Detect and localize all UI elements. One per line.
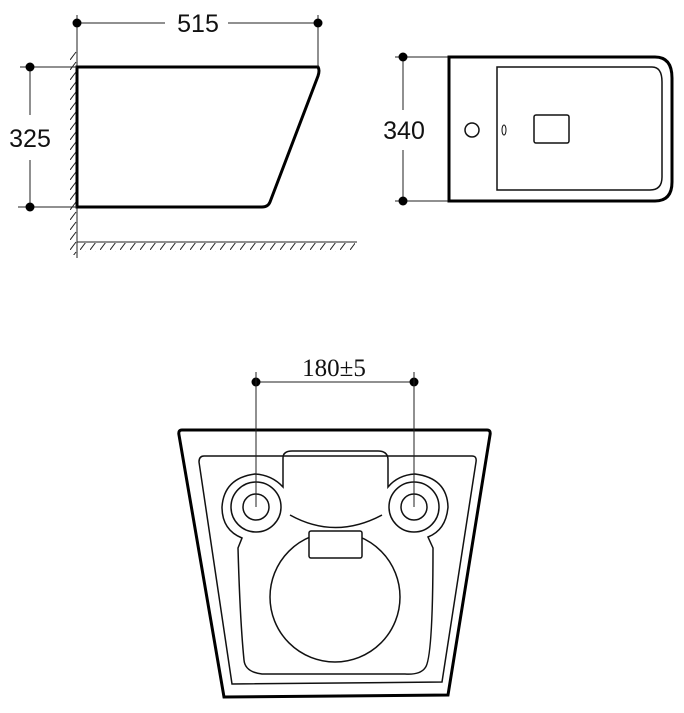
dimension-dot [72, 18, 82, 28]
hinge-slot [501, 124, 507, 136]
bolt-spacing-label: 180±5 [302, 355, 366, 382]
outlet-tab [308, 530, 363, 559]
flush-outlet [533, 114, 570, 144]
dimension-dot [25, 62, 35, 72]
width-dimension-label: 515 [177, 10, 219, 38]
dimension-dot [398, 52, 408, 62]
rim-channel [221, 450, 449, 675]
toilet-top-outline [447, 55, 674, 203]
tap-hole [464, 122, 480, 138]
dimension-dot [313, 18, 323, 28]
wall-hatching [68, 50, 77, 255]
rear-outer-outline [177, 428, 492, 699]
rear-inner-outline [198, 455, 477, 685]
toilet-side-profile [75, 65, 321, 209]
rear-view: 180±5 [177, 355, 492, 699]
dimension-dot [398, 196, 408, 206]
floor-hatching [77, 243, 355, 252]
top-view: 340 [383, 52, 674, 206]
seat-outline [496, 66, 663, 191]
dimension-dot [25, 202, 35, 212]
side-view: 515 325 [9, 10, 357, 258]
height-dimension-label: 325 [9, 125, 51, 153]
depth-dimension-label: 340 [383, 117, 425, 145]
